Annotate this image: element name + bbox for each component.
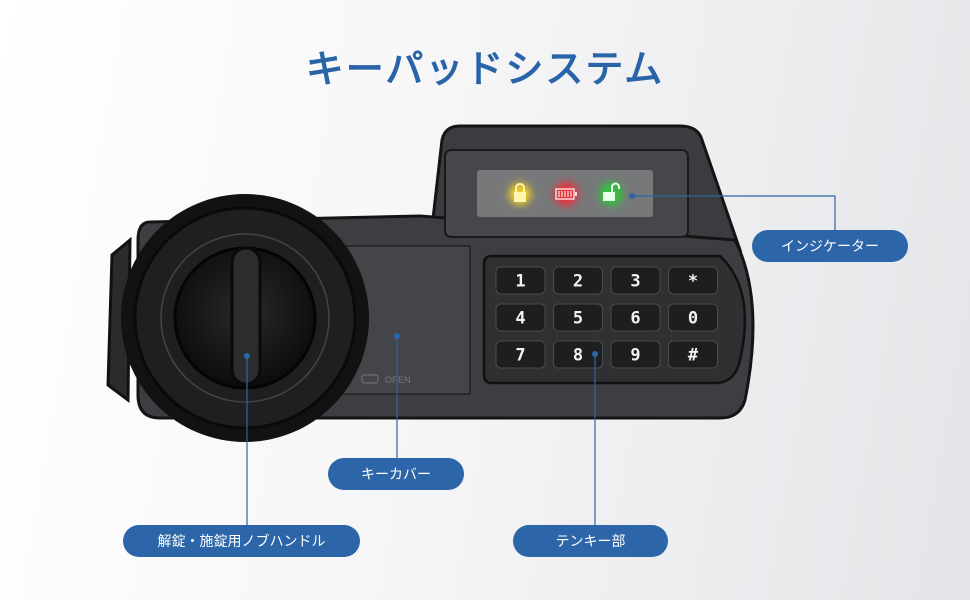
label-keypad: テンキー部: [513, 525, 668, 557]
key-label: 0: [688, 309, 698, 329]
key-button-4[interactable]: [495, 303, 546, 332]
lock-icon: [514, 183, 526, 202]
leader-lines: [246, 195, 836, 525]
battery-icon: [555, 188, 577, 200]
key-label: #: [688, 346, 699, 366]
key-button-10[interactable]: [610, 340, 661, 369]
key-label: 9: [630, 346, 640, 366]
key-button-9[interactable]: [553, 340, 603, 369]
label-key-cover: キーカバー: [328, 458, 464, 490]
key-button-0[interactable]: [495, 266, 546, 295]
key-button-2[interactable]: [610, 266, 661, 295]
key-label: 4: [515, 309, 525, 329]
key-button-3[interactable]: [668, 266, 718, 295]
key-label: 6: [630, 309, 640, 329]
label-knob-handle: 解錠・施錠用ノブハンドル: [123, 525, 360, 557]
key-button-8[interactable]: [495, 340, 546, 369]
key-label: 8: [573, 346, 583, 366]
label-indicator: インジケーター: [752, 230, 908, 262]
key-label: 3: [630, 272, 640, 292]
hand-icon: [361, 374, 379, 384]
open-label: OPEN: [385, 375, 411, 385]
page-title: キーパッドシステム: [305, 47, 665, 91]
key-button-5[interactable]: [553, 303, 603, 332]
unlock-icon: [603, 182, 620, 201]
key-label: 5: [573, 309, 583, 329]
key-button-11[interactable]: [668, 340, 718, 369]
key-button-7[interactable]: [668, 303, 718, 332]
key-button-1[interactable]: [553, 266, 603, 295]
key-label: *: [688, 272, 698, 292]
key-button-6[interactable]: [610, 303, 661, 332]
key-label: 2: [573, 272, 583, 292]
knob-handle[interactable]: [230, 246, 262, 386]
key-label: 1: [515, 272, 525, 292]
key-label: 7: [515, 346, 525, 366]
